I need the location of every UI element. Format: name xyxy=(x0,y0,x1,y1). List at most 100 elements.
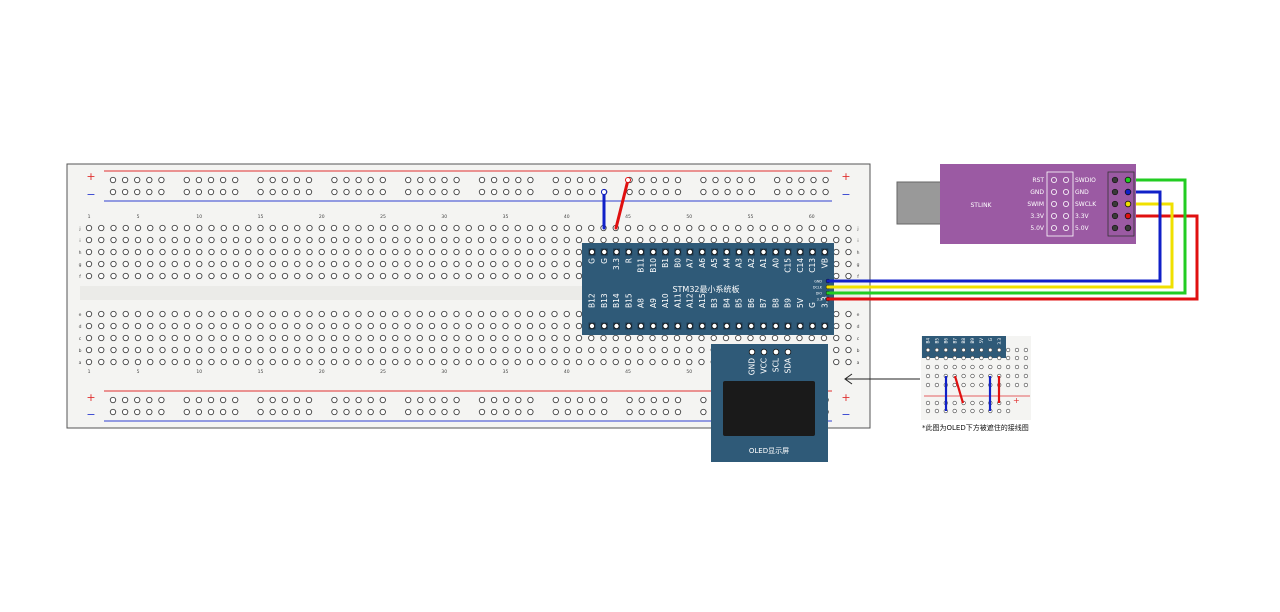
terminal-hole xyxy=(245,334,252,342)
stm32-pin-label: 3.3 xyxy=(612,258,621,270)
power-rail-hole xyxy=(379,396,386,404)
column-number: 55 xyxy=(748,214,754,220)
terminal-hole xyxy=(441,322,448,330)
power-rail-hole xyxy=(232,396,239,404)
stlink-label-pin xyxy=(1051,200,1058,207)
terminal-hole xyxy=(833,248,840,256)
power-rail-hole xyxy=(367,396,374,404)
terminal-hole xyxy=(588,346,595,354)
terminal-hole xyxy=(367,272,374,280)
stm32-pin-label: B13 xyxy=(600,293,609,308)
terminal-hole xyxy=(796,334,803,342)
terminal-hole xyxy=(490,272,497,280)
row-letter: d xyxy=(857,324,860,330)
terminal-hole xyxy=(122,248,129,256)
terminal-hole xyxy=(343,272,350,280)
power-rail-hole xyxy=(601,408,608,416)
inset-rail-hole xyxy=(979,400,984,406)
terminal-hole xyxy=(85,310,93,318)
stm32-debug-label: DCLK xyxy=(813,286,823,290)
terminal-hole xyxy=(563,236,570,244)
power-rail-hole xyxy=(515,408,522,416)
terminal-hole xyxy=(294,310,301,318)
stm32-pin-hole xyxy=(723,248,730,255)
terminal-hole xyxy=(269,224,276,232)
column-number: 5 xyxy=(137,214,140,220)
terminal-hole xyxy=(796,236,803,244)
stm32-pin-hole xyxy=(748,248,755,255)
terminal-hole xyxy=(122,272,129,280)
terminal-hole xyxy=(98,260,105,268)
wire-red-3v3 xyxy=(828,214,1199,301)
terminal-hole xyxy=(465,236,472,244)
terminal-hole xyxy=(539,224,546,232)
power-rail-hole xyxy=(490,176,498,184)
terminal-hole xyxy=(526,310,534,318)
oled-screen xyxy=(723,381,815,436)
terminal-hole xyxy=(588,236,595,244)
top-plus-left: + xyxy=(86,170,95,183)
power-rail-hole xyxy=(650,188,657,196)
terminal-hole xyxy=(208,358,215,366)
terminal-hole xyxy=(563,224,570,232)
terminal-hole xyxy=(330,248,338,256)
terminal-hole xyxy=(220,272,227,280)
terminal-hole xyxy=(404,260,411,268)
inset-hole xyxy=(1023,373,1028,379)
stlink-label-pin xyxy=(1063,224,1070,231)
terminal-hole xyxy=(306,358,313,366)
terminal-hole xyxy=(551,236,558,244)
stm32-pin-hole xyxy=(797,248,804,255)
power-rail-hole xyxy=(798,188,805,196)
terminal-hole xyxy=(453,260,460,268)
terminal-hole xyxy=(845,236,852,244)
stm32-debug-label: DIO xyxy=(816,292,823,296)
terminal-hole xyxy=(294,224,301,232)
terminal-hole xyxy=(465,322,472,330)
inset-hole xyxy=(934,373,940,379)
stlink-label-pin xyxy=(1051,188,1058,195)
column-number: 1 xyxy=(88,369,91,375)
stm32-pin-label: A12 xyxy=(686,293,695,308)
terminal-hole xyxy=(539,334,546,342)
terminal-hole xyxy=(367,260,374,268)
inset-hole xyxy=(1014,364,1020,370)
terminal-hole xyxy=(85,358,93,366)
terminal-hole xyxy=(343,310,350,318)
power-rail-hole xyxy=(650,396,657,404)
terminal-hole xyxy=(465,346,472,354)
terminal-hole xyxy=(551,310,558,318)
terminal-hole xyxy=(808,334,815,342)
terminal-hole xyxy=(159,272,166,280)
stm32-pin-hole xyxy=(625,248,632,255)
inset-rail-hole xyxy=(952,408,957,414)
stm32-pin-hole xyxy=(589,322,596,329)
terminal-hole xyxy=(257,334,264,342)
terminal-hole xyxy=(220,260,227,268)
terminal-hole xyxy=(208,346,215,354)
terminal-hole xyxy=(539,346,546,354)
terminal-hole xyxy=(245,260,252,268)
terminal-hole xyxy=(845,224,852,232)
stm32-pin-label: VB xyxy=(820,258,829,268)
terminal-hole xyxy=(539,358,546,366)
terminal-hole xyxy=(833,322,840,330)
terminal-hole xyxy=(526,236,534,244)
terminal-hole xyxy=(330,224,338,232)
stm32-pin-hole xyxy=(601,248,608,255)
terminal-hole xyxy=(735,224,742,232)
stm32-pin-label: C15 xyxy=(784,258,793,273)
power-rail-hole xyxy=(490,408,498,416)
stlink-header-pin xyxy=(1111,212,1119,220)
stlink-left-label: GND xyxy=(1030,189,1044,196)
power-rail-hole xyxy=(219,176,227,184)
column-number: 45 xyxy=(625,214,631,220)
row-letter: i xyxy=(79,238,80,244)
stm32-pin-label: B11 xyxy=(637,258,646,273)
terminal-hole xyxy=(649,236,656,244)
power-rail-hole xyxy=(626,396,633,404)
power-rail-hole xyxy=(158,408,165,416)
terminal-hole xyxy=(502,260,509,268)
power-rail-hole xyxy=(269,408,276,416)
terminal-hole xyxy=(649,224,656,232)
